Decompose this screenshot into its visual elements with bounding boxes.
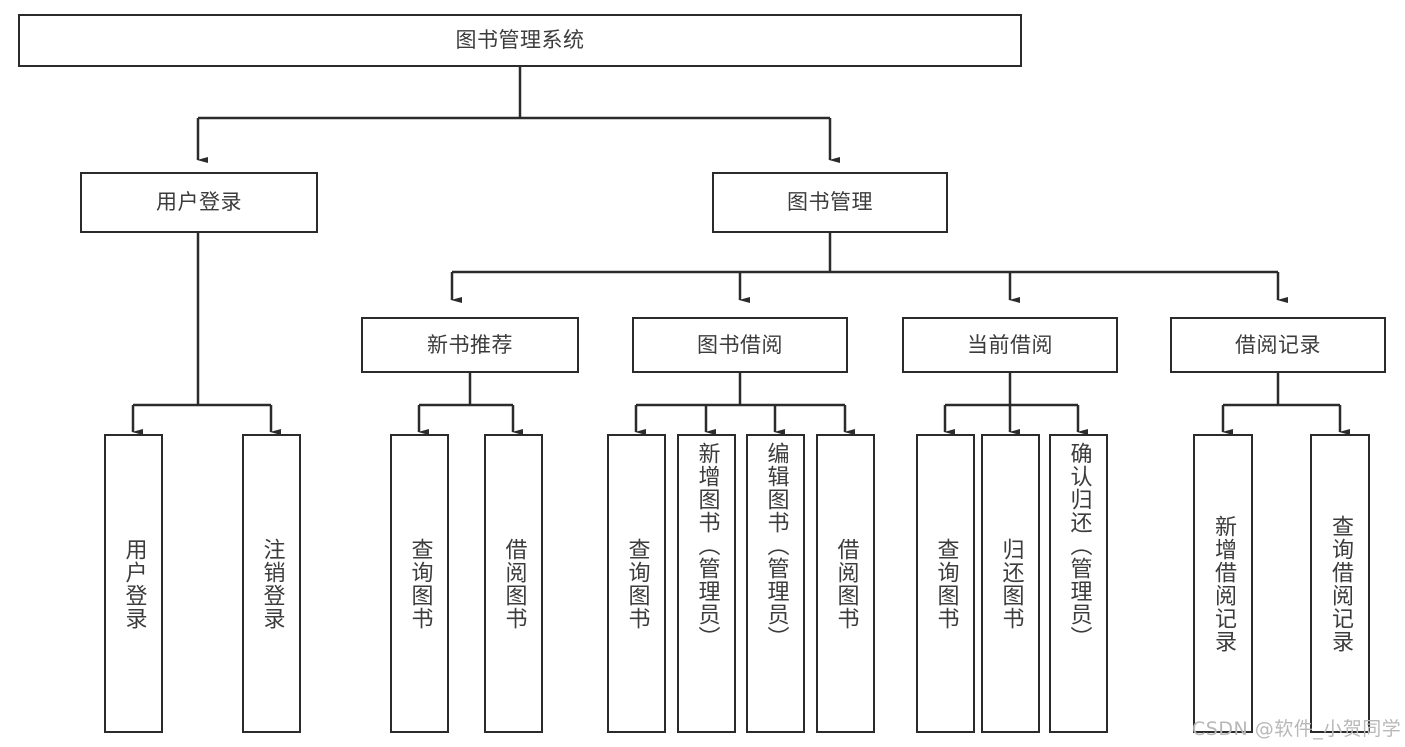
node-label: 借阅图书	[501, 537, 527, 630]
leaf-add-borrow-record[interactable]: 新增借阅记录	[1193, 434, 1253, 733]
node-label: 确认归还（管理员）	[1066, 442, 1092, 649]
leaf-confirm-return-admin[interactable]: 确认归还（管理员）	[1049, 434, 1108, 733]
leaf-query-borrow-record[interactable]: 查询借阅记录	[1310, 434, 1370, 733]
node-label: 查询图书	[933, 537, 959, 630]
node-label: 查询借阅记录	[1327, 514, 1353, 653]
node-borrow-records[interactable]: 借阅记录	[1170, 317, 1386, 373]
book-borrow-to-leaves-connectors	[634, 373, 855, 435]
current-borrow-to-leaves-connectors	[943, 373, 1088, 435]
leaf-user-login[interactable]: 用户登录	[104, 434, 163, 733]
leaf-recommend-borrow-book[interactable]: 借阅图书	[484, 434, 543, 733]
node-label: 新增图书（管理员）	[694, 442, 720, 649]
leaf-logout[interactable]: 注销登录	[242, 434, 301, 733]
node-label: 注销登录	[259, 537, 285, 630]
book-management-to-level3-connectors	[450, 233, 1288, 303]
node-book-borrow[interactable]: 图书借阅	[632, 317, 848, 373]
root-to-level2-connectors	[196, 67, 840, 163]
leaf-add-book-admin[interactable]: 新增图书（管理员）	[677, 434, 736, 733]
csdn-watermark: CSDN @软件_小贺同学	[1192, 718, 1402, 740]
node-root-book-management-system[interactable]: 图书管理系统	[18, 14, 1022, 67]
node-label: 用户登录	[121, 537, 147, 630]
node-label: 借阅记录	[1235, 332, 1321, 357]
node-current-borrow[interactable]: 当前借阅	[902, 317, 1118, 373]
node-label: 新书推荐	[427, 332, 513, 357]
leaf-recommend-query-book[interactable]: 查询图书	[390, 434, 449, 733]
node-new-book-recommend[interactable]: 新书推荐	[361, 317, 579, 373]
node-label: 图书管理系统	[455, 28, 585, 53]
new-book-to-leaves-connectors	[417, 373, 523, 435]
node-label: 编辑图书（管理员）	[763, 442, 789, 649]
leaf-edit-book-admin[interactable]: 编辑图书（管理员）	[746, 434, 805, 733]
node-label: 查询图书	[407, 537, 433, 630]
node-label: 当前借阅	[967, 332, 1053, 357]
node-label: 用户登录	[156, 190, 242, 215]
node-label: 借阅图书	[833, 537, 859, 630]
node-label: 归还图书	[998, 537, 1024, 630]
node-label: 图书借阅	[697, 332, 783, 357]
leaf-borrow-borrow-book[interactable]: 借阅图书	[816, 434, 875, 733]
leaf-return-book[interactable]: 归还图书	[981, 434, 1040, 733]
leaf-current-query-book[interactable]: 查询图书	[916, 434, 975, 733]
node-user-login[interactable]: 用户登录	[80, 172, 318, 233]
borrow-records-to-leaves-connectors	[1221, 373, 1350, 435]
leaf-borrow-query-book[interactable]: 查询图书	[607, 434, 666, 733]
node-book-management[interactable]: 图书管理	[712, 172, 948, 233]
node-label: 图书管理	[787, 190, 873, 215]
node-label: 新增借阅记录	[1210, 514, 1236, 653]
node-label: 查询图书	[624, 537, 650, 630]
user-login-to-leaves-connectors	[131, 233, 281, 435]
